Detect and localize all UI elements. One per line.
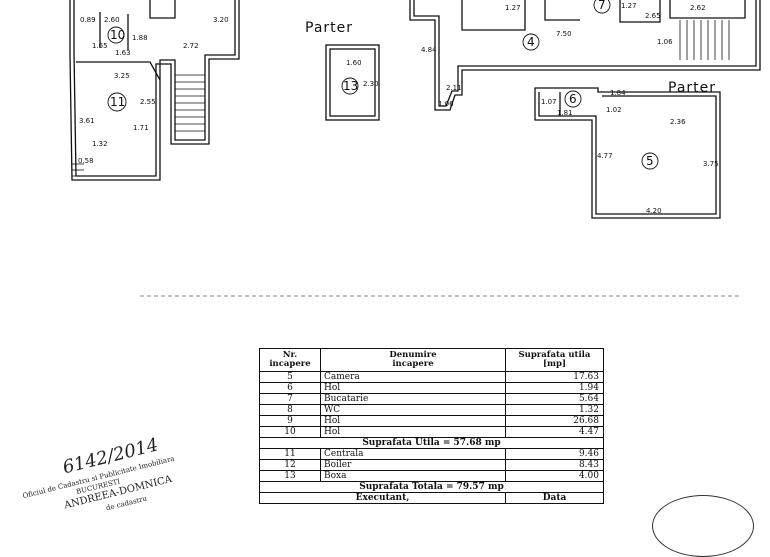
dimension-label: 1.88 (132, 34, 148, 42)
room-number: 11 (110, 95, 125, 109)
row-area: 4.47 (505, 426, 604, 438)
table-row: 12 Boiler 8.43 (259, 459, 604, 471)
dimension-label: 1.02 (606, 106, 622, 114)
row-area: 9.46 (505, 448, 604, 460)
row-nr: 8 (259, 404, 321, 416)
header-nr: Nr. incapere (259, 348, 321, 372)
footer-row: Executant, Data (259, 492, 604, 504)
row-area: 5.64 (505, 393, 604, 405)
total-text: Suprafata Totala = 79.57 mp (259, 481, 604, 493)
subtotal-row: Suprafata Utila = 57.68 mp (259, 437, 604, 449)
total-row: Suprafata Totala = 79.57 mp (259, 481, 604, 493)
row-area: 8.43 (505, 459, 604, 471)
parter-label: Parter (305, 20, 353, 36)
room-number: 4 (527, 35, 535, 49)
row-name: Hol (320, 415, 506, 427)
row-area: 1.32 (505, 404, 604, 416)
dimension-label: 4.77 (597, 152, 613, 160)
dimension-label: 3.20 (213, 16, 229, 24)
header-name: Denumire incapere (320, 348, 506, 372)
room-number: 10 (110, 28, 125, 42)
dimension-label: 1.84 (610, 89, 626, 97)
floor-plan: Parter Parter 10 11 13 4 5 6 7 0.89 2.60… (69, 0, 761, 297)
dimension-label: 0.58 (78, 157, 94, 165)
row-nr: 13 (259, 470, 321, 482)
table-row: 13 Boxa 4.00 (259, 470, 604, 482)
row-name: Camera (320, 371, 506, 383)
room-number: 5 (646, 154, 654, 168)
dimension-label: 1.07 (541, 98, 557, 106)
table-row: 5 Camera 17.63 (259, 371, 604, 383)
executant-label: Executant, (259, 492, 506, 504)
dimension-label: 2.60 (104, 16, 120, 24)
row-area: 4.00 (505, 470, 604, 482)
row-nr: 10 (259, 426, 321, 438)
row-name: Bucatarie (320, 393, 506, 405)
dimension-label: 2.65 (645, 12, 661, 20)
row-name: Boxa (320, 470, 506, 482)
round-stamp (652, 495, 754, 557)
dimension-label: 3.25 (114, 72, 130, 80)
dimension-label: 1.71 (133, 124, 149, 132)
row-area: 1.94 (505, 382, 604, 394)
dimension-label: 1.06 (657, 38, 673, 46)
room-number: 13 (343, 79, 358, 93)
room-number: 6 (569, 92, 577, 106)
table-row: 8 WC 1.32 (259, 404, 604, 416)
room-number: 7 (598, 0, 606, 12)
dimension-label: 1.27 (505, 4, 521, 12)
row-area: 26.68 (505, 415, 604, 427)
dimension-label: 3.75 (703, 160, 719, 168)
row-nr: 11 (259, 448, 321, 460)
table-row: 7 Bucatarie 5.64 (259, 393, 604, 405)
row-nr: 5 (259, 371, 321, 383)
table-row: 6 Hol 1.94 (259, 382, 604, 394)
dimension-label: 2.55 (140, 98, 156, 106)
row-name: WC (320, 404, 506, 416)
table-row: 10 Hol 4.47 (259, 426, 604, 438)
dimension-label: 7.50 (556, 30, 572, 38)
rooms-table: Nr. incapere Denumire incapere Suprafata… (259, 348, 604, 504)
data-label: Data (505, 492, 604, 504)
row-nr: 6 (259, 382, 321, 394)
dimension-label: 0.89 (80, 16, 96, 24)
row-nr: 7 (259, 393, 321, 405)
office-stamp: 6142/2014 Oficiul de Cadastru si Publici… (15, 432, 195, 533)
dimension-label: 2.36 (670, 118, 686, 126)
dimension-label: 2.30 (363, 80, 379, 88)
dimension-label: 1.32 (92, 140, 108, 148)
row-nr: 9 (259, 415, 321, 427)
dimension-label: 1.06 (438, 100, 454, 108)
dimension-label: 2.11 (446, 84, 462, 92)
row-name: Hol (320, 382, 506, 394)
row-name: Centrala (320, 448, 506, 460)
dimension-label: 1.27 (621, 2, 637, 10)
dimension-label: 3.61 (79, 117, 95, 125)
table-row: 9 Hol 26.68 (259, 415, 604, 427)
row-name: Boiler (320, 459, 506, 471)
dimension-label: 1.63 (115, 49, 131, 57)
row-nr: 12 (259, 459, 321, 471)
dimension-label: 4.20 (646, 207, 662, 215)
row-area: 17.63 (505, 371, 604, 383)
header-area: Suprafata utila [mp] (505, 348, 604, 372)
dimension-label: 1.60 (346, 59, 362, 67)
dimension-label: 2.72 (183, 42, 199, 50)
dimension-label: 4.84 (421, 46, 437, 54)
dimension-label: 1.81 (557, 109, 573, 117)
parter-label: Parter (668, 80, 716, 96)
table-row: 11 Centrala 9.46 (259, 448, 604, 460)
dimension-label: 2.62 (690, 4, 706, 12)
row-name: Hol (320, 426, 506, 438)
dimension-label: 1.65 (92, 42, 108, 50)
subtotal-text: Suprafata Utila = 57.68 mp (259, 437, 604, 449)
